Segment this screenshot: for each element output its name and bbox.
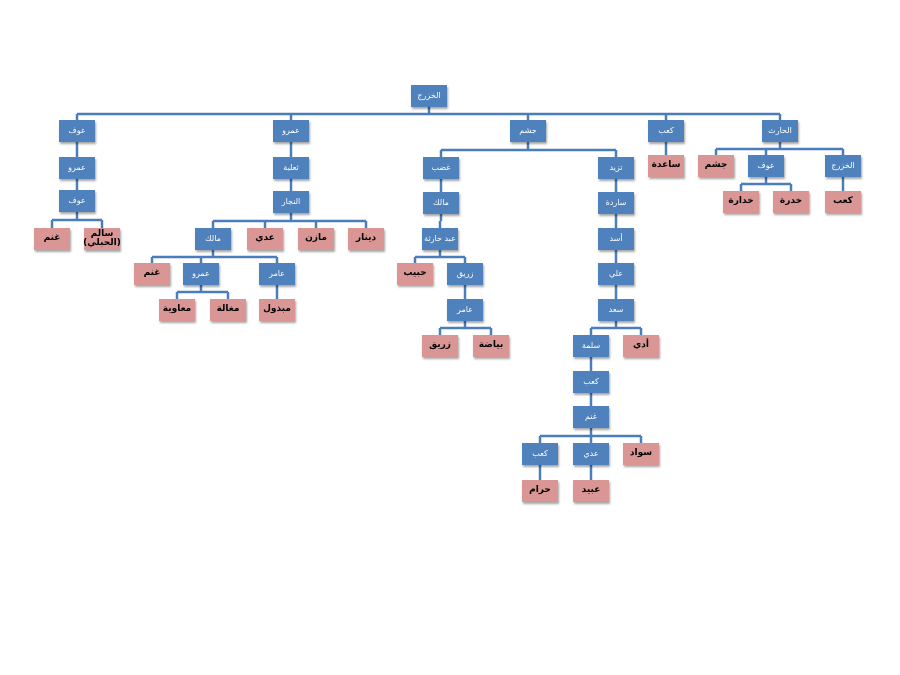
ancestor-name-box: سلمة [573, 335, 609, 357]
ancestor-name-box: عوف [59, 190, 95, 212]
ancestor-name-box: كعب [573, 371, 609, 393]
ancestor-name-box: أسد [598, 228, 634, 250]
ancestor-name-box: جشم [510, 120, 546, 142]
leaf-name-box: حبيب [397, 263, 433, 285]
ancestor-name-box: عوف [748, 155, 784, 177]
ancestor-name-box: النجار [273, 191, 309, 213]
leaf-name-box: بياضة [473, 335, 509, 357]
ancestor-name-box: كعب [522, 443, 558, 465]
ancestor-name-box: غضب [423, 157, 459, 179]
ancestor-name-box: عمرو [59, 157, 95, 179]
ancestor-name-box: الحارث [762, 120, 798, 142]
ancestor-name-box: سعد [598, 299, 634, 321]
ancestor-name-box: كعب [648, 120, 684, 142]
leaf-name-box: كعب [825, 191, 861, 213]
ancestor-name-box: الخزرج [825, 155, 861, 177]
ancestor-name-box: عامر [447, 299, 483, 321]
leaf-name-box: خدرة [773, 191, 809, 213]
leaf-name-box: أدي [623, 335, 659, 357]
leaf-name-box: زريق [422, 335, 458, 357]
ancestor-name-box: عامر [259, 263, 295, 285]
leaf-name-box: حرام [522, 480, 558, 502]
leaf-name-box: معاوية [159, 299, 195, 321]
ancestor-name-box: غنم [573, 406, 609, 428]
leaf-name-box: مبذول [259, 299, 295, 321]
leaf-name-box: غنم [34, 228, 70, 250]
ancestor-name-box: علي [598, 263, 634, 285]
leaf-name-box: دينار [348, 228, 384, 250]
leaf-name-box: غنم [134, 263, 170, 285]
ancestor-name-box: عمرو [273, 120, 309, 142]
ancestor-name-box: مالك [423, 192, 459, 214]
ancestor-name-box: عدي [573, 443, 609, 465]
ancestor-name-box: الخزرج [411, 85, 447, 107]
leaf-name-box: سواد [623, 443, 659, 465]
leaf-name-box: مازن [298, 228, 334, 250]
ancestor-name-box: ساردة [598, 192, 634, 214]
leaf-name-box: مغالة [210, 299, 246, 321]
leaf-name-box: ساعدة [648, 155, 684, 177]
ancestor-name-box: عبد حارثة [422, 228, 458, 250]
leaf-name-box: جشم [698, 155, 734, 177]
leaf-name-box: سالم (الحبلي) [83, 228, 121, 250]
ancestor-name-box: ثعلبة [273, 157, 309, 179]
ancestor-name-box: عوف [59, 120, 95, 142]
leaf-name-box: عبيد [573, 480, 609, 502]
ancestor-name-box: تزيد [598, 157, 634, 179]
ancestor-name-box: مالك [195, 228, 231, 250]
leaf-name-box: عدي [247, 228, 283, 250]
ancestor-name-box: زريق [447, 263, 483, 285]
ancestor-name-box: عمرو [183, 263, 219, 285]
leaf-name-box: خدارة [723, 191, 759, 213]
